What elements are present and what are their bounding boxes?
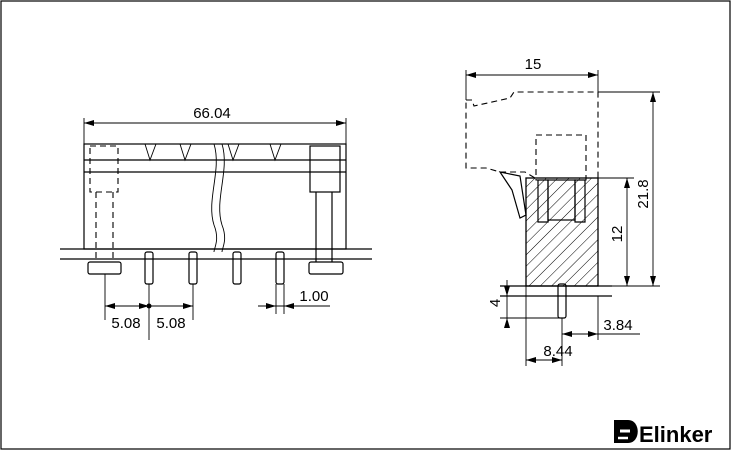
dim-height-arrow-top bbox=[650, 92, 656, 102]
dim-width-arrow-left bbox=[84, 120, 94, 126]
slot-2 bbox=[179, 143, 192, 162]
brand-logo-mark-icon bbox=[614, 420, 638, 443]
dim-pin-length: 4 bbox=[487, 299, 504, 307]
left-post-hidden bbox=[89, 145, 119, 193]
pin-4 bbox=[275, 251, 285, 285]
dim-pin-offset: 3.84 bbox=[603, 317, 632, 334]
dim-pitch-left: 5.08 bbox=[111, 315, 140, 332]
right-post bbox=[309, 145, 341, 193]
dim-body-arrow-bottom bbox=[624, 276, 630, 286]
latch bbox=[498, 171, 527, 219]
pin-2 bbox=[188, 251, 198, 285]
dim-pin-arrow-left bbox=[266, 303, 276, 309]
pin-3 bbox=[232, 251, 242, 285]
dim-pitch-arrow-2 bbox=[139, 303, 149, 309]
cavity-center bbox=[547, 179, 576, 221]
dim-pitch-arrow-1 bbox=[105, 303, 115, 309]
dim-pinlen-arrow-top bbox=[504, 286, 510, 296]
dim-overall-depth: 15 bbox=[525, 56, 542, 73]
left-post-foot bbox=[87, 261, 122, 275]
dim-pin-width: 1.00 bbox=[299, 288, 328, 305]
dim-body-depth: 8.44 bbox=[543, 343, 572, 360]
dim-pitch-arrow-3 bbox=[183, 303, 193, 309]
plug-inner-hidden bbox=[535, 134, 587, 181]
dim-height-arrow-bottom bbox=[650, 276, 656, 286]
dim-width-arrow-right bbox=[336, 120, 346, 126]
dim-pinlen-arrow-bottom bbox=[504, 318, 510, 328]
dim-depth-arrow-right bbox=[588, 72, 598, 78]
slot-1 bbox=[144, 143, 157, 162]
header-body bbox=[525, 177, 599, 287]
side-pin bbox=[557, 283, 567, 319]
dim-depth-arrow-left bbox=[466, 72, 476, 78]
dim-pitch-right: 5.08 bbox=[156, 315, 185, 332]
dim-overall-height: 21.8 bbox=[635, 179, 652, 208]
dim-body-height: 12 bbox=[609, 226, 626, 243]
dim-offset-arrow-left bbox=[562, 331, 572, 337]
brand-name: Elinker bbox=[639, 422, 713, 447]
dim-pitch-center-dot bbox=[146, 303, 152, 309]
dim-bodydepth-arrow-right bbox=[552, 357, 562, 363]
dim-offset-arrow-right bbox=[588, 331, 598, 337]
dim-body-arrow-top bbox=[624, 178, 630, 188]
break-line-2 bbox=[219, 143, 226, 253]
dim-pin-arrow-right bbox=[284, 303, 294, 309]
slot-3 bbox=[227, 143, 240, 162]
right-post-foot bbox=[308, 261, 344, 275]
slot-4 bbox=[269, 143, 282, 162]
side-view: 15 21.8 12 4 3.84 8.44 bbox=[465, 56, 660, 366]
dim-overall-width: 66.04 bbox=[193, 105, 231, 122]
plug-outline-hidden bbox=[465, 91, 599, 179]
pin-1 bbox=[144, 251, 154, 285]
brand-logo: Elinker bbox=[614, 420, 713, 447]
cavity-left bbox=[537, 179, 549, 223]
dim-bodydepth-arrow-left bbox=[526, 357, 536, 363]
break-line-1 bbox=[211, 143, 218, 253]
front-view: 66.04 5.08 5.08 1.00 bbox=[60, 105, 372, 340]
